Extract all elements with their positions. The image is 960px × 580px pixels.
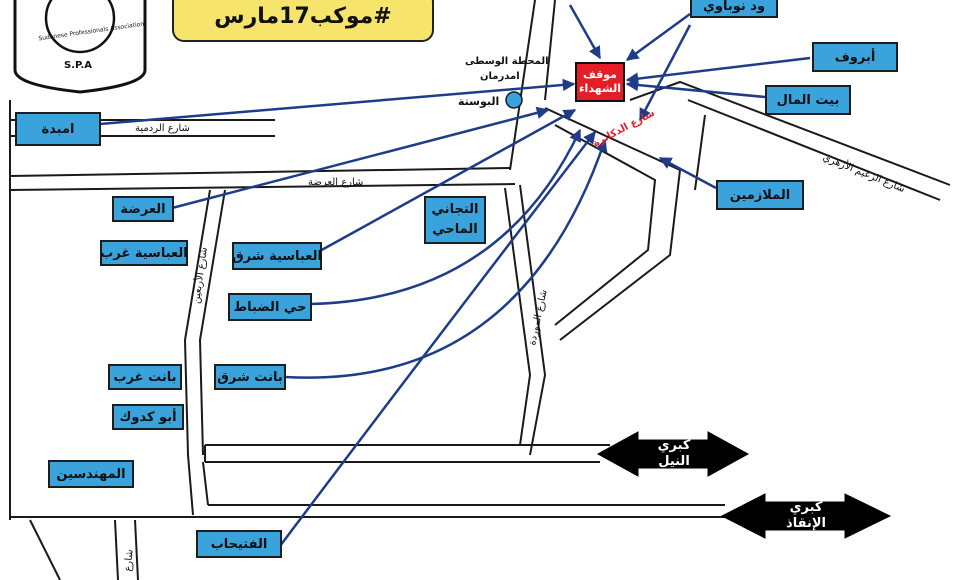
area-wad-nubawi: ود نوباوي bbox=[690, 0, 778, 18]
target-line2: الشهداء bbox=[578, 82, 622, 95]
target-martyrs-stop: موقف الشهداء bbox=[575, 62, 625, 102]
arrow-bait-almal bbox=[625, 78, 766, 99]
road-mawrada bbox=[519, 184, 547, 456]
road-arbaeen bbox=[183, 189, 211, 456]
target-line1: موقف bbox=[582, 68, 617, 81]
road-north bbox=[509, 0, 536, 171]
area-banat-gharb: بانت غرب bbox=[108, 364, 182, 390]
arrow-hay-aldubat bbox=[309, 128, 582, 306]
bridge-white-nile-line2: النيل الأبيض bbox=[652, 454, 696, 485]
area-abu-kaddok: أبو كدوك bbox=[112, 404, 184, 430]
area-arda: العرضة bbox=[112, 196, 174, 222]
road-arda bbox=[9, 167, 511, 177]
area-fitaihab: الفتيحاب bbox=[196, 530, 282, 558]
spa-logo bbox=[13, 0, 147, 94]
area-bait-almal: بيت المال bbox=[765, 85, 851, 115]
street-bottom-left: شارع bbox=[122, 548, 136, 573]
arrow-fitaihab bbox=[279, 131, 596, 547]
area-abrof: أبروف bbox=[812, 42, 898, 72]
street-arda: شارع العرضة bbox=[308, 177, 364, 188]
arrow-wad-nubawi bbox=[625, 12, 691, 62]
bosta-marker bbox=[505, 91, 523, 109]
arrow-abrof bbox=[625, 56, 811, 85]
arrow-arda bbox=[171, 106, 550, 210]
logo-abbr: S.P.A bbox=[64, 60, 93, 71]
arrow-abbasiya-sharq bbox=[317, 108, 577, 254]
arrow-banat-sharq bbox=[284, 138, 608, 379]
area-abbasiya-gharb: العباسية غرب bbox=[100, 240, 188, 266]
area-banat-sharq: بانت شرق bbox=[214, 364, 286, 390]
arrow-center bbox=[638, 24, 692, 122]
central-station-line2: امدرمان bbox=[480, 71, 520, 82]
bridge-inqaz: كبري الإنقاذ bbox=[767, 500, 845, 532]
road-zaeem-azhari bbox=[629, 80, 951, 186]
area-omdah: امبدة bbox=[15, 112, 101, 146]
arrow-top bbox=[568, 4, 602, 60]
bridge-inqaz-arrow bbox=[720, 493, 892, 539]
hashtag-title: #موكب17مارس bbox=[172, 0, 434, 42]
arrow-omdah bbox=[99, 78, 576, 126]
area-tijani-almahi: التجاني الماحي bbox=[424, 196, 486, 244]
area-abbasiya-sharq: العباسية شرق bbox=[232, 242, 322, 270]
road-dakatra bbox=[544, 107, 682, 341]
area-mulazmin: الملازمين bbox=[716, 180, 804, 210]
bridge-white-nile-line1: كبري bbox=[657, 438, 691, 453]
bridge-white-nile-arrow bbox=[596, 431, 750, 477]
bridge-white-nile: كبري النيل الأبيض bbox=[640, 438, 708, 486]
street-radmiya: شارع الردمية bbox=[135, 123, 190, 134]
bridge-inqaz-line2: الإنقاذ bbox=[786, 516, 826, 531]
bridge-inqaz-line1: كبري bbox=[789, 500, 823, 515]
bosta-label: البوستة bbox=[458, 95, 500, 108]
arrow-mulazmin bbox=[658, 156, 717, 190]
central-station-line1: المحطة الوسطى bbox=[465, 56, 549, 67]
area-hay-aldubat: حي الضباط bbox=[228, 293, 312, 321]
area-muhandisin: المهندسين bbox=[48, 460, 134, 488]
